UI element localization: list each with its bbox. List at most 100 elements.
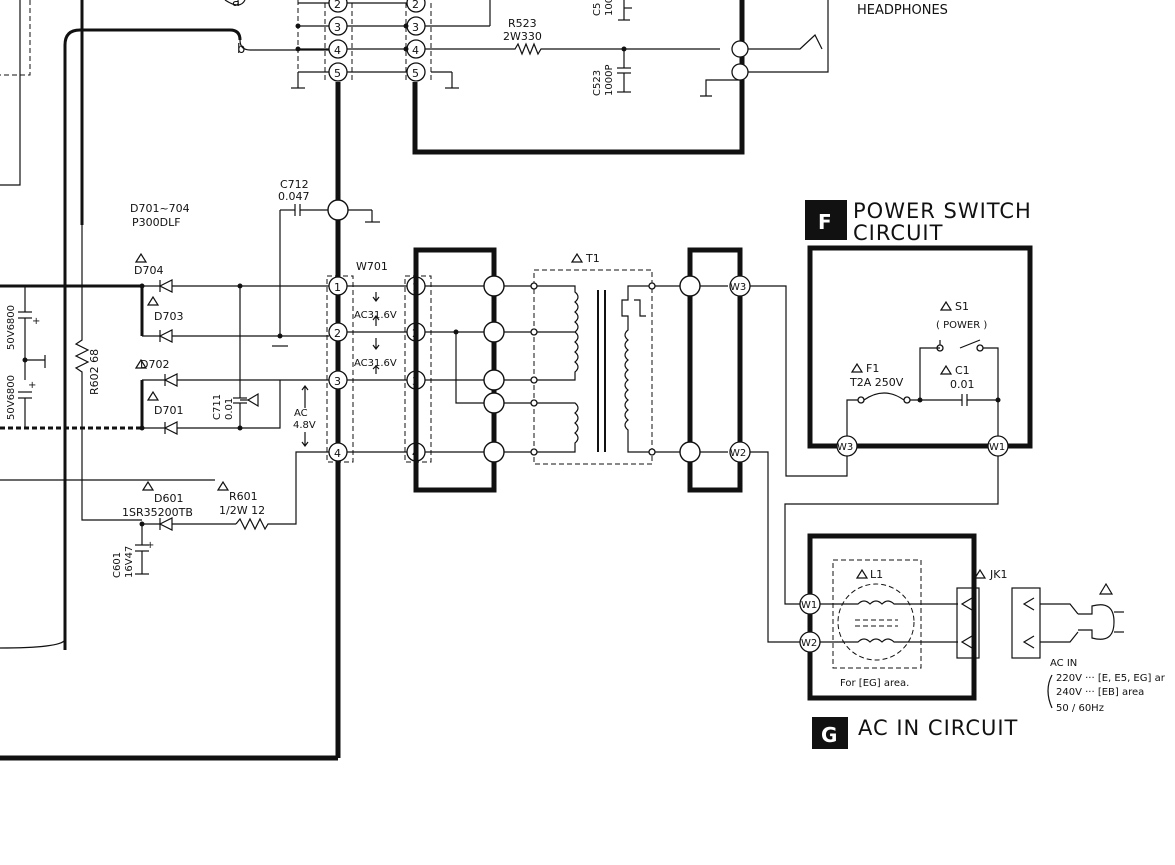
c601-value: 16V47 (124, 546, 135, 578)
c712-value: 0.047 (278, 190, 310, 203)
d601-diode (142, 517, 236, 531)
section-g-title: AC IN CIRCUIT (858, 716, 1018, 740)
connector-right-pins: 2 3 4 5 (406, 0, 426, 82)
section-f-title-line1: POWER SWITCH (853, 199, 1032, 223)
warning-icon (973, 568, 987, 579)
d601-type: 1SR35200TB (122, 506, 193, 519)
pin-label: 4 (334, 44, 341, 57)
w701-connector: W701 1 2 3 4 1 2 3 4 AC31.6V AC31.6V AC … (293, 260, 432, 463)
l1-label: L1 (870, 568, 883, 581)
pin-label: 4 (412, 44, 419, 57)
d701-diode (142, 380, 281, 435)
left-board-outline-top (0, 0, 31, 76)
warning-icon (855, 568, 869, 579)
for-eg-label: For [EG] area. (840, 678, 909, 689)
c712-capacitor: C712 0.047 (272, 178, 380, 347)
ac-plug-icon (1078, 604, 1115, 640)
w1-b-label: W1 (989, 442, 1005, 453)
ac31-top-label: AC31.6V (354, 310, 397, 321)
d703-label: D703 (154, 310, 183, 323)
warning-icon (939, 300, 953, 311)
connector-left-pins: 2 3 4 5 (328, 0, 348, 82)
ac-in-label: AC IN (1050, 658, 1077, 669)
warning-icon (939, 364, 953, 375)
diode-range-label: D701~704 (130, 202, 190, 215)
c1-value: 0.01 (950, 378, 975, 391)
c601-name: C601 (112, 552, 123, 578)
w701-label: W701 (356, 260, 388, 273)
ac-voltage-line2: 240V ··· [EB] area (1056, 687, 1144, 698)
t1-label: T1 (585, 252, 600, 265)
d601-name: D601 (154, 492, 183, 505)
d704-label: D704 (134, 264, 163, 277)
primary-connector-board: W3 W2 (679, 247, 848, 643)
pin-label: 3 (412, 21, 419, 34)
headphone-board-outline (412, 0, 745, 155)
c712-name: C712 (280, 178, 309, 191)
warning-icon (146, 295, 160, 306)
w1-c-label: W1 (801, 600, 817, 611)
d703-diode (142, 329, 329, 343)
d601-r601-branch: D601 1SR35200TB R601 1/2W 12 + C601 16V4… (0, 451, 329, 578)
d702-diode (142, 373, 329, 387)
s1-switch (939, 339, 981, 349)
section-g-badge (812, 717, 848, 749)
ac-48-label-b: 4.8V (293, 420, 316, 431)
conn-a-label: a (232, 0, 240, 10)
left-bus-loop (63, 28, 242, 650)
ac-voltage-line1: 220V ··· [E, E5, EG] ar (1056, 673, 1166, 684)
pin-label: 2 (334, 0, 341, 11)
headphone-connector-area: a b 2 3 4 5 2 3 4 5 R523 2 (224, 0, 948, 155)
r601-value: 1/2W 12 (219, 504, 265, 517)
section-f-title-line2: CIRCUIT (853, 221, 943, 245)
c1-label: C1 (955, 364, 970, 377)
cap-left1-label: 50V6800 (6, 305, 17, 350)
ac-voltage-line3: 50 / 60Hz (1056, 703, 1104, 714)
w2-c-label: W2 (801, 638, 817, 649)
headphone-jack-symbol (748, 34, 823, 50)
ac-plug-body (1011, 587, 1041, 659)
ac-in-section: W1 W2 L1 For [EG] area. JK1 AC IN 220V ·… (799, 533, 1166, 749)
r523-resistor (425, 42, 720, 56)
left-filter-capacitors: + + 50V6800 50V6800 (6, 286, 46, 428)
c5-value: 100 (604, 0, 615, 16)
pin-label: 3 (334, 21, 341, 34)
warning-icon (570, 252, 584, 263)
ac-48-label-a: AC (294, 408, 308, 419)
jk1-label: JK1 (989, 568, 1007, 581)
section-f-letter: F (818, 210, 832, 234)
pin-label: 5 (412, 67, 419, 80)
main-vertical-bus (0, 82, 417, 761)
c5-name: C5 (592, 3, 603, 16)
pin-label: 4 (334, 447, 341, 460)
w3-a-label: W3 (730, 282, 746, 293)
c523-name: C523 (592, 70, 603, 96)
f1-fuse (863, 392, 905, 401)
ac31-bot-label: AC31.6V (354, 358, 397, 369)
section-g-letter: G (821, 723, 837, 747)
r523-value: 2W330 (503, 30, 542, 43)
r601-name: R601 (229, 490, 258, 503)
warning-icon (1098, 582, 1114, 595)
pin-label: 2 (334, 327, 341, 340)
d701-label: D701 (154, 404, 183, 417)
warning-icon (850, 362, 864, 373)
power-switch-section: F POWER SWITCH CIRCUIT S1 ( POWER ) F1 T… (784, 199, 1033, 605)
conn-b-label: b (237, 42, 245, 57)
diode-type-label: P300DLF (132, 216, 181, 229)
ac-in-board (807, 533, 977, 701)
t1-transformer: T1 (504, 252, 680, 465)
d702-label: D702 (140, 358, 169, 371)
cap-left2-label: 50V6800 (6, 375, 17, 420)
pin-label: 1 (334, 281, 341, 294)
left-board-edge (0, 0, 21, 186)
power-switch-board (807, 245, 1033, 449)
ac-inlet-jk1 (956, 587, 980, 659)
r523-name: R523 (508, 17, 537, 30)
r602-label: R602 68 (88, 349, 101, 395)
s1-label: S1 (955, 300, 969, 313)
c711-name: C711 (212, 394, 223, 420)
headphone-jack-terminal (731, 40, 749, 58)
left-bus-return (0, 639, 66, 649)
chassis-ground-icon (240, 392, 259, 408)
